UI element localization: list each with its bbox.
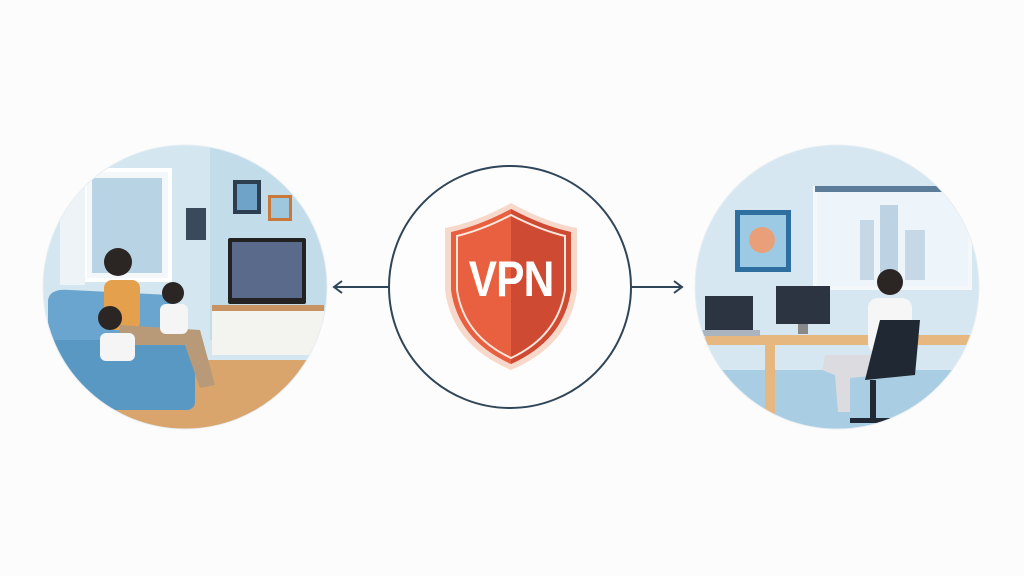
vpn-shield-icon (445, 203, 577, 370)
left-scene-circle (42, 144, 328, 430)
left-arrow-icon (332, 280, 389, 294)
family-living-room-illustration (43, 145, 327, 429)
right-arrow-icon (631, 280, 684, 294)
vpn-label: VPN (468, 251, 555, 307)
right-scene-circle (694, 144, 980, 430)
